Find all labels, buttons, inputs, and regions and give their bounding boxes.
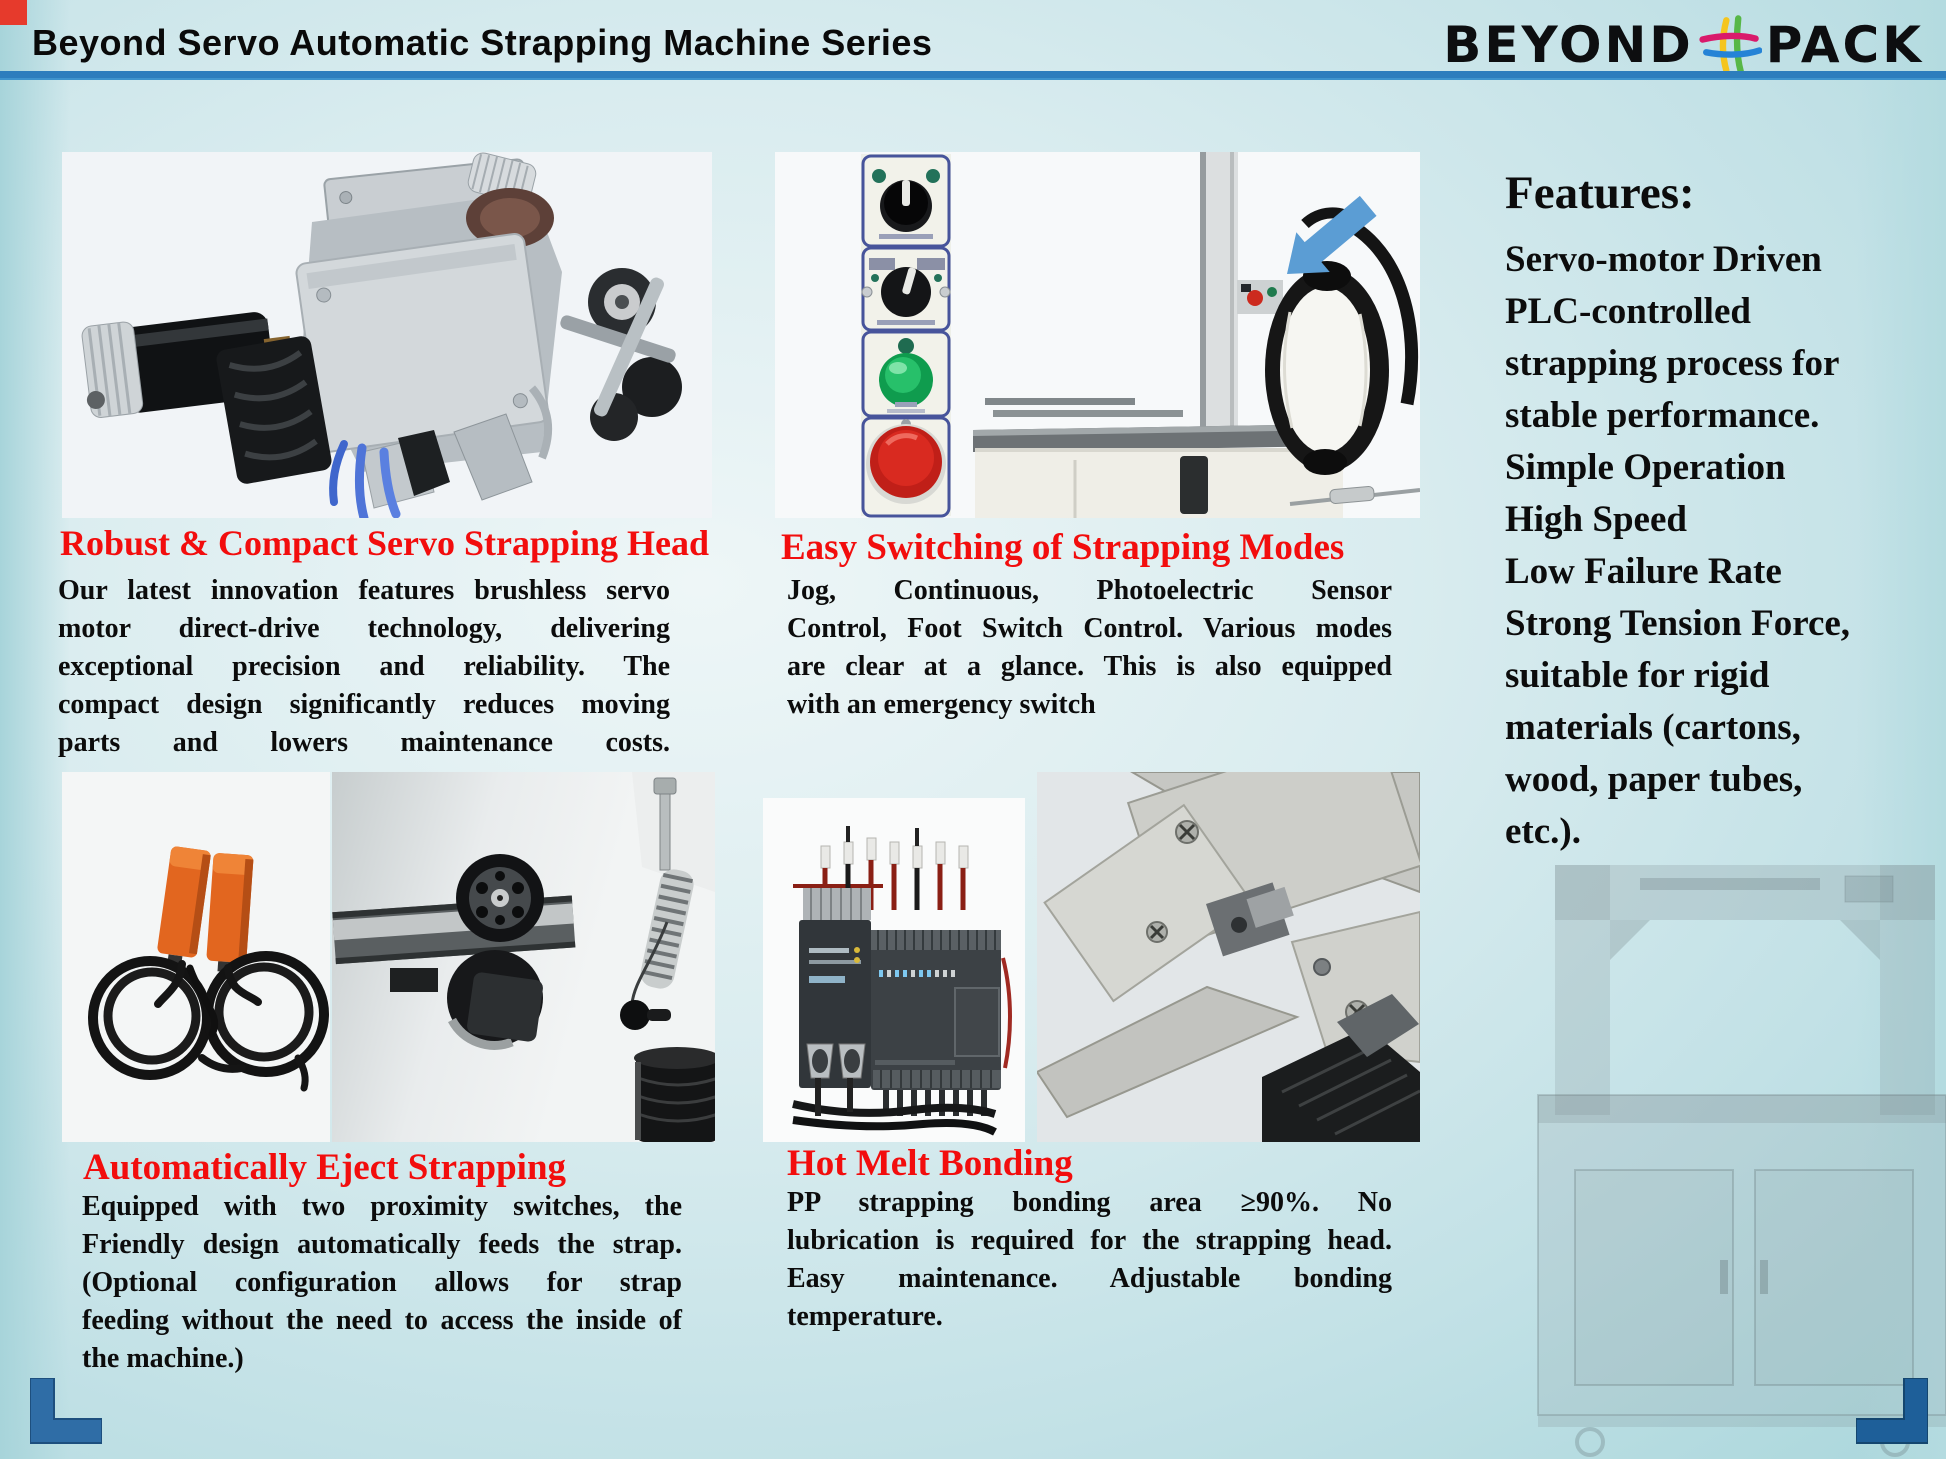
control-panel: [861, 154, 951, 518]
feature-line: wood, paper tubes,: [1505, 759, 1803, 800]
feed-roller-illustration: [332, 772, 715, 1142]
body-hot-melt: PP strapping bonding area ≥90%. No lubri…: [787, 1187, 1392, 1332]
feature-line: Servo-motor Driven: [1505, 239, 1822, 280]
feature-line: PLC-controlled: [1505, 291, 1751, 332]
cable-tray: [792, 1078, 997, 1136]
cooling-fan: [216, 336, 332, 484]
bottom-right-bracket: [1856, 1378, 1928, 1444]
mode-panel-illustration: [861, 152, 1420, 518]
heading-auto-eject: Automatically Eject Strapping: [83, 1147, 567, 1188]
feature-line: High Speed: [1505, 499, 1687, 540]
feature-line: strapping process for: [1505, 343, 1840, 384]
strap-coil: [1265, 261, 1389, 475]
logo-word-beyond: BEYOND: [1443, 16, 1694, 74]
body-auto-eject: Equipped with two proximity switches, th…: [82, 1191, 682, 1374]
bottom-left-bracket: [30, 1378, 102, 1444]
feature-line: Low Failure Rate: [1505, 551, 1782, 592]
heading-hot-melt: Hot Melt Bonding: [787, 1143, 1073, 1184]
header-divider-rule: [0, 71, 1946, 80]
photo-bonding-head: [1037, 772, 1420, 1142]
photo-servo-strapping-head: [62, 152, 712, 518]
feature-line: materials (cartons,: [1505, 707, 1801, 748]
heading-mode-switching: Easy Switching of Strapping Modes: [781, 527, 1345, 568]
page-title: Beyond Servo Automatic Strapping Machine…: [32, 22, 933, 63]
logo-word-pack: PACK: [1765, 16, 1924, 74]
strapping-machine-corner: [973, 152, 1420, 518]
photo-proximity-switches: [62, 772, 330, 1142]
tension-spring: [640, 869, 694, 989]
brand-logo: BEYOND PACK: [1443, 14, 1924, 76]
threaded-cap: [634, 1047, 715, 1142]
photo-plc-controller: [763, 798, 1025, 1142]
feature-line: Strong Tension Force,: [1505, 603, 1851, 644]
feature-line: Simple Operation: [1505, 447, 1786, 488]
watermark-strapping-machine: [1537, 865, 1946, 1457]
servo-head-illustration: [81, 152, 682, 518]
feature-line: stable performance.: [1505, 395, 1820, 436]
body-servo-head: Our latest innovation features brushless…: [58, 575, 670, 758]
feature-line: suitable for rigid: [1505, 655, 1770, 696]
photo-feed-rollers: [332, 772, 715, 1142]
body-mode-switching: Jog, Continuous, Photoelectric Sensor Co…: [787, 575, 1392, 720]
d-sub-connectors: [806, 1043, 866, 1079]
features-heading: Features:: [1505, 167, 1695, 219]
proximity-switch-illustration: [88, 846, 329, 1092]
blue-arrow-icon: [1287, 195, 1377, 274]
photo-strapping-modes: [775, 152, 1420, 518]
feature-line: etc.).: [1505, 811, 1581, 852]
upper-roller: [456, 854, 544, 942]
logo-asterisk-icon: [1699, 15, 1762, 76]
lower-roller: [447, 950, 543, 1050]
bonding-head-illustration: [1037, 772, 1420, 1142]
plc-illustration: [792, 826, 1012, 1136]
top-left-corner-mark: [0, 0, 27, 25]
heading-servo-head: Robust & Compact Servo Strapping Head: [60, 523, 710, 563]
status-leds: [879, 970, 955, 977]
